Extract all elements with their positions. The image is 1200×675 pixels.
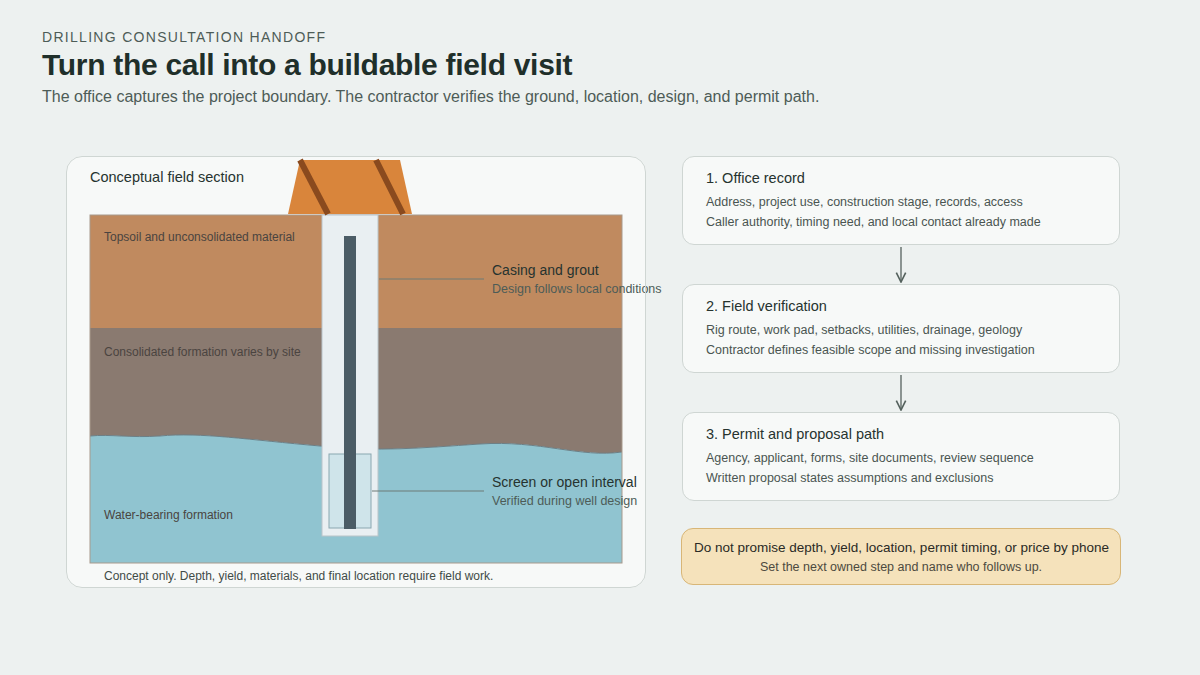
stratum-label: Water-bearing formation bbox=[104, 508, 233, 522]
rig-leg bbox=[300, 160, 328, 214]
step-detail: Rig route, work pad, setbacks, utilities… bbox=[706, 320, 1097, 340]
borehole-casing bbox=[322, 215, 378, 536]
step-detail: Contractor defines feasible scope and mi… bbox=[706, 340, 1097, 360]
flow-arrow bbox=[900, 375, 901, 410]
stratum-band: Topsoil and unconsolidated material bbox=[90, 215, 622, 328]
stratum-label: Topsoil and unconsolidated material bbox=[104, 230, 295, 244]
panel-title: Conceptual field section bbox=[90, 169, 244, 185]
drill-rig bbox=[288, 160, 412, 214]
leader-line bbox=[379, 278, 484, 279]
warning-heading: Do not promise depth, yield, location, p… bbox=[694, 540, 1108, 555]
step-detail: Address, project use, construction stage… bbox=[706, 192, 1097, 212]
leader-line bbox=[372, 490, 484, 491]
kicker: DRILLING CONSULTATION HANDOFF bbox=[42, 29, 326, 45]
well-pipe bbox=[344, 236, 356, 529]
stratum-band: Consolidated formation varies by site bbox=[90, 328, 622, 436]
process-box: 1. Office recordAddress, project use, co… bbox=[682, 156, 1120, 245]
flow-arrow bbox=[900, 247, 901, 282]
caption: The office captures the project boundary… bbox=[42, 88, 819, 106]
panel-ground bbox=[66, 156, 646, 588]
step-detail: Caller authority, timing need, and local… bbox=[706, 212, 1097, 232]
step-detail: Written proposal states assumptions and … bbox=[706, 468, 1097, 488]
callout-note: Verified during well design bbox=[492, 494, 637, 508]
step-heading: 1. Office record bbox=[706, 170, 1097, 186]
callout-label: Screen or open interval bbox=[492, 474, 637, 490]
stratum-label: Consolidated formation varies by site bbox=[104, 345, 301, 359]
section-frame bbox=[90, 215, 622, 563]
step-heading: 2. Field verification bbox=[706, 298, 1097, 314]
callout-note: Design follows local conditions bbox=[492, 282, 662, 296]
process-box: 3. Permit and proposal pathAgency, appli… bbox=[682, 412, 1120, 501]
step-detail: Agency, applicant, forms, site documents… bbox=[706, 448, 1097, 468]
process-box: 2. Field verificationRig route, work pad… bbox=[682, 284, 1120, 373]
title: Turn the call into a buildable field vis… bbox=[42, 48, 572, 82]
warning-box: Do not promise depth, yield, location, p… bbox=[681, 528, 1121, 585]
rig-leg bbox=[376, 160, 403, 214]
warning-note: Set the next owned step and name who fol… bbox=[694, 560, 1108, 574]
step-heading: 3. Permit and proposal path bbox=[706, 426, 1097, 442]
stratum-band: Water-bearing formation bbox=[90, 436, 622, 563]
section-panel: Conceptual field sectionConcept only. De… bbox=[66, 156, 646, 588]
footnote: Concept only. Depth, yield, materials, a… bbox=[104, 569, 493, 583]
callout-label: Casing and grout bbox=[492, 262, 599, 278]
